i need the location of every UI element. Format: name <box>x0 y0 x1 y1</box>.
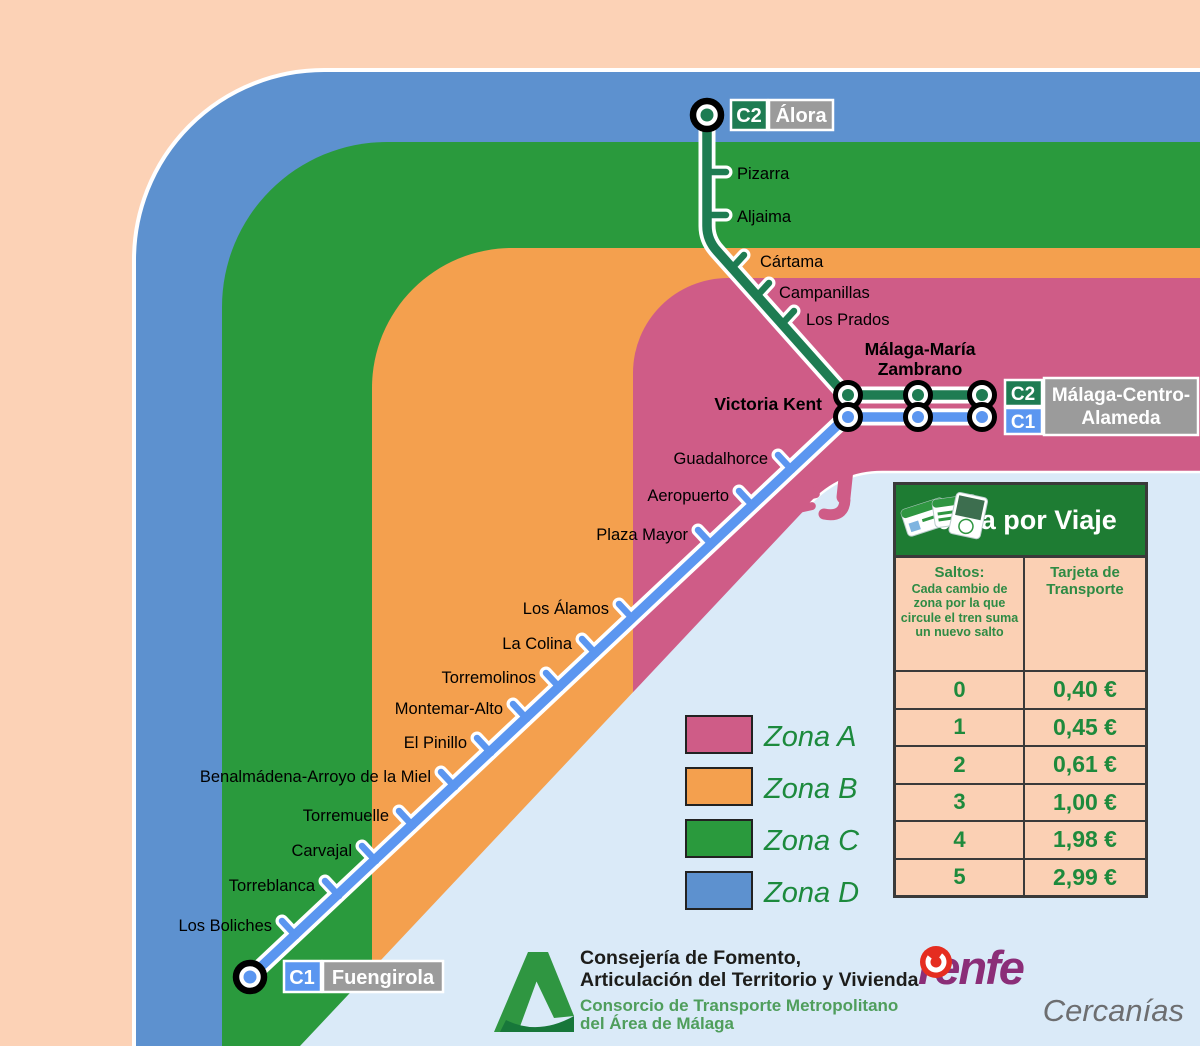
station-label: Plaza Mayor <box>596 526 688 544</box>
consejeria-line2: Articulación del Territorio y Vivienda <box>580 968 919 991</box>
saltos-value: 1 <box>896 709 1025 745</box>
legend-swatch-zona-b <box>685 767 753 806</box>
station-label: Los Prados <box>806 311 889 329</box>
consejeria-text-block: Consejería de Fomento, Articulación del … <box>580 947 919 1034</box>
cercanias-wordmark: Cercanías <box>1042 993 1184 1028</box>
station-label: Torremolinos <box>442 669 536 687</box>
legend-label: Zona C <box>763 825 860 857</box>
fare-row: 5 2,99 € <box>896 857 1145 895</box>
badge-line-code: C1 <box>1011 412 1036 433</box>
saltos-value: 0 <box>896 672 1025 708</box>
precio-value: 1,98 € <box>1053 826 1117 853</box>
interchange-victoria-kent <box>833 380 863 432</box>
legend-label: Zona A <box>763 721 856 753</box>
fare-row: 4 1,98 € <box>896 820 1145 858</box>
consorcio-mark-icon <box>791 462 854 521</box>
fare-col-saltos-header: Saltos: Cada cambio de zona por la que c… <box>896 558 1025 670</box>
fare-row: 1 0,45 € <box>896 707 1145 745</box>
fare-table: Tarifa por Viaje Saltos: Cada cambio de … <box>893 482 1148 898</box>
saltos-value: 2 <box>896 747 1025 783</box>
station-label-victoria-kent: Victoria Kent <box>714 394 822 414</box>
station-label: El Pinillo <box>404 734 467 752</box>
station-label: Campanillas <box>779 284 870 302</box>
terminal-fuengirola-marker <box>232 959 268 995</box>
precio-value: 0,61 € <box>1053 751 1117 778</box>
saltos-title: Saltos: <box>934 564 985 581</box>
station-label: Guadalhorce <box>674 450 768 468</box>
badge-station-name: Alameda <box>1081 408 1161 429</box>
station-label: Los Boliches <box>178 917 272 935</box>
badge-line-code: C1 <box>289 967 315 989</box>
c1-station-ticks <box>278 451 796 940</box>
station-label: Aeropuerto <box>647 487 729 505</box>
renfe-wordmark: renfe <box>918 941 1025 994</box>
consorcio-line1: Consorcio de Transporte Metropolitano <box>580 995 899 1015</box>
badge-station-name: Fuengirola <box>332 967 435 989</box>
badge-fuengirola: C1 Fuengirola <box>282 959 445 994</box>
consejeria-line1: Consejería de Fomento, <box>580 947 802 969</box>
legend-label: Zona B <box>763 773 858 805</box>
precio-value: 0,45 € <box>1053 713 1117 740</box>
station-label: Los Álamos <box>523 599 609 618</box>
station-label: La Colina <box>502 635 573 653</box>
consorcio-line2: del Área de Málaga <box>580 1014 735 1034</box>
station-label-maria-zambrano: Zambrano <box>878 359 963 379</box>
fare-col-tarjeta-header: Tarjeta de Transporte <box>900 491 1145 670</box>
tarjeta-title: Tarjeta de Transporte <box>1046 564 1124 598</box>
renfe-logo-block: renfe Cercanías <box>918 944 1190 1029</box>
terminal-alora-marker <box>689 97 725 133</box>
precio-value: 2,99 € <box>1053 863 1117 890</box>
badge-line-code: C2 <box>1011 384 1035 405</box>
legend-swatch-zona-c <box>685 819 753 858</box>
station-label-maria-zambrano: Málaga-María <box>865 339 976 359</box>
station-label: Carvajal <box>291 842 352 860</box>
fare-row: 0 0,40 € <box>896 670 1145 708</box>
station-label: Cártama <box>760 253 824 271</box>
saltos-value: 3 <box>896 784 1025 820</box>
station-label: Pizarra <box>737 165 790 183</box>
interchange-maria-zambrano <box>903 380 933 432</box>
saltos-note: Cada cambio de zona por la que circule e… <box>900 581 1019 640</box>
station-label: Torremuelle <box>303 807 389 825</box>
legend-swatch-zona-a <box>685 715 753 754</box>
station-label: Montemar-Alto <box>395 700 503 718</box>
station-label: Aljaima <box>737 208 792 226</box>
legend-label: Zona D <box>763 877 859 909</box>
c2-station-ticks <box>703 168 798 328</box>
precio-value: 0,40 € <box>1053 676 1117 703</box>
saltos-value: 4 <box>896 822 1025 858</box>
badge-alora: C2 Álora <box>729 98 835 132</box>
precio-value: 1,00 € <box>1053 788 1117 815</box>
badge-station-name: Málaga-Centro- <box>1052 385 1190 406</box>
station-label: Torreblanca <box>229 877 316 895</box>
interchange-centro-alameda <box>967 380 997 432</box>
legend-swatch-zona-d <box>685 871 753 910</box>
badge-centro-alameda: C2 C1 Málaga-Centro- Alameda <box>1003 376 1200 437</box>
saltos-value: 5 <box>896 859 1025 895</box>
zone-legend: Zona A Zona B Zona C Zona D <box>685 715 860 910</box>
badge-line-code: C2 <box>736 105 762 127</box>
badge-station-name: Álora <box>775 104 827 127</box>
fare-table-header-row: Saltos: Cada cambio de zona por la que c… <box>896 491 1145 670</box>
fare-row: 2 0,61 € <box>896 745 1145 783</box>
fare-row: 3 1,00 € <box>896 782 1145 820</box>
station-label: Benalmádena-Arroyo de la Miel <box>200 768 431 786</box>
